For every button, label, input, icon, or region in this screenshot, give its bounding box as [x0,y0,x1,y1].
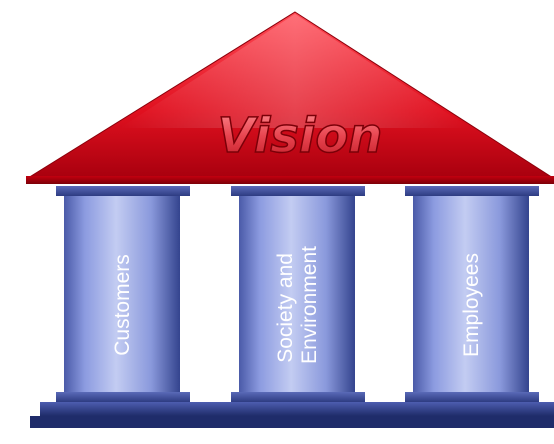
pillar-label: Employees [460,253,483,357]
pillar-label-line: Customers [111,254,134,356]
pillar-shaft [64,196,180,392]
pillar-shaft [239,196,355,392]
pillar-capital [405,186,539,196]
base-step-bottom [30,416,554,428]
pillar-label-line: Environment [298,246,321,364]
pillar-capital [231,186,365,196]
pillar-plinth [56,392,190,402]
roof-label: Vision [218,108,383,164]
pillar-plinth [405,392,539,402]
pillar-label-line: Employees [460,253,483,357]
pillar-plinth [231,392,365,402]
pillar-capital [56,186,190,196]
base-step-top [40,402,554,416]
pillar-customers: Customers [56,186,190,402]
pillar-employees: Employees [405,186,539,402]
roof-highlight [120,14,470,128]
roof: Vision [26,11,554,184]
pillar-shaft [413,196,529,392]
roof-cornice [26,176,554,184]
pillar-label-line: Society and [274,253,297,363]
temple-base [30,402,554,428]
pillar-society-environment: Society and Environment [231,186,365,402]
pillar-label: Society and Environment [274,246,321,364]
pillar-label: Customers [111,254,134,356]
